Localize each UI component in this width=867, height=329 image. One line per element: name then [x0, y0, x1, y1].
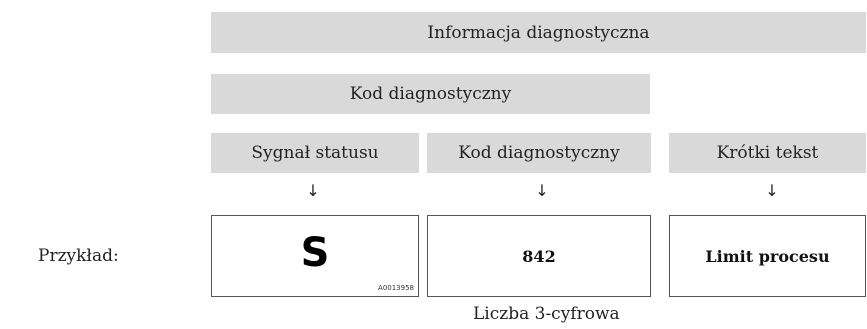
three-digit-note: Liczba 3-cyfrowa: [473, 304, 620, 324]
short-text-header: Krótki tekst: [669, 133, 866, 173]
status-signal-symbol: S: [300, 230, 330, 276]
status-signal-label: Sygnał statusu: [251, 143, 379, 163]
status-signal-example-box: S A0013958: [211, 215, 419, 297]
status-signal-header: Sygnał statusu: [211, 133, 419, 173]
diagnostic-info-label: Informacja diagnostyczna: [427, 22, 650, 43]
diagnostic-code-bar: Kod diagnostyczny: [211, 74, 650, 114]
diagnostic-code-column-label: Kod diagnostyczny: [458, 143, 620, 163]
diagnostic-code-value: 842: [522, 246, 556, 266]
example-label: Przykład:: [38, 246, 119, 266]
down-arrow-icon: ↓: [765, 181, 779, 200]
diagnostic-code-example-box: 842: [427, 215, 651, 297]
diagnostic-code-label: Kod diagnostyczny: [349, 84, 512, 104]
short-text-value: Limit procesu: [705, 246, 830, 266]
short-text-label: Krótki tekst: [716, 143, 819, 163]
figure-id: A0013958: [378, 284, 414, 292]
diagnostic-code-header: Kod diagnostyczny: [427, 133, 651, 173]
diagnostic-info-bar: Informacja diagnostyczna: [211, 12, 866, 53]
short-text-example-box: Limit procesu: [669, 215, 866, 297]
down-arrow-icon: ↓: [306, 181, 320, 200]
down-arrow-icon: ↓: [535, 181, 549, 200]
